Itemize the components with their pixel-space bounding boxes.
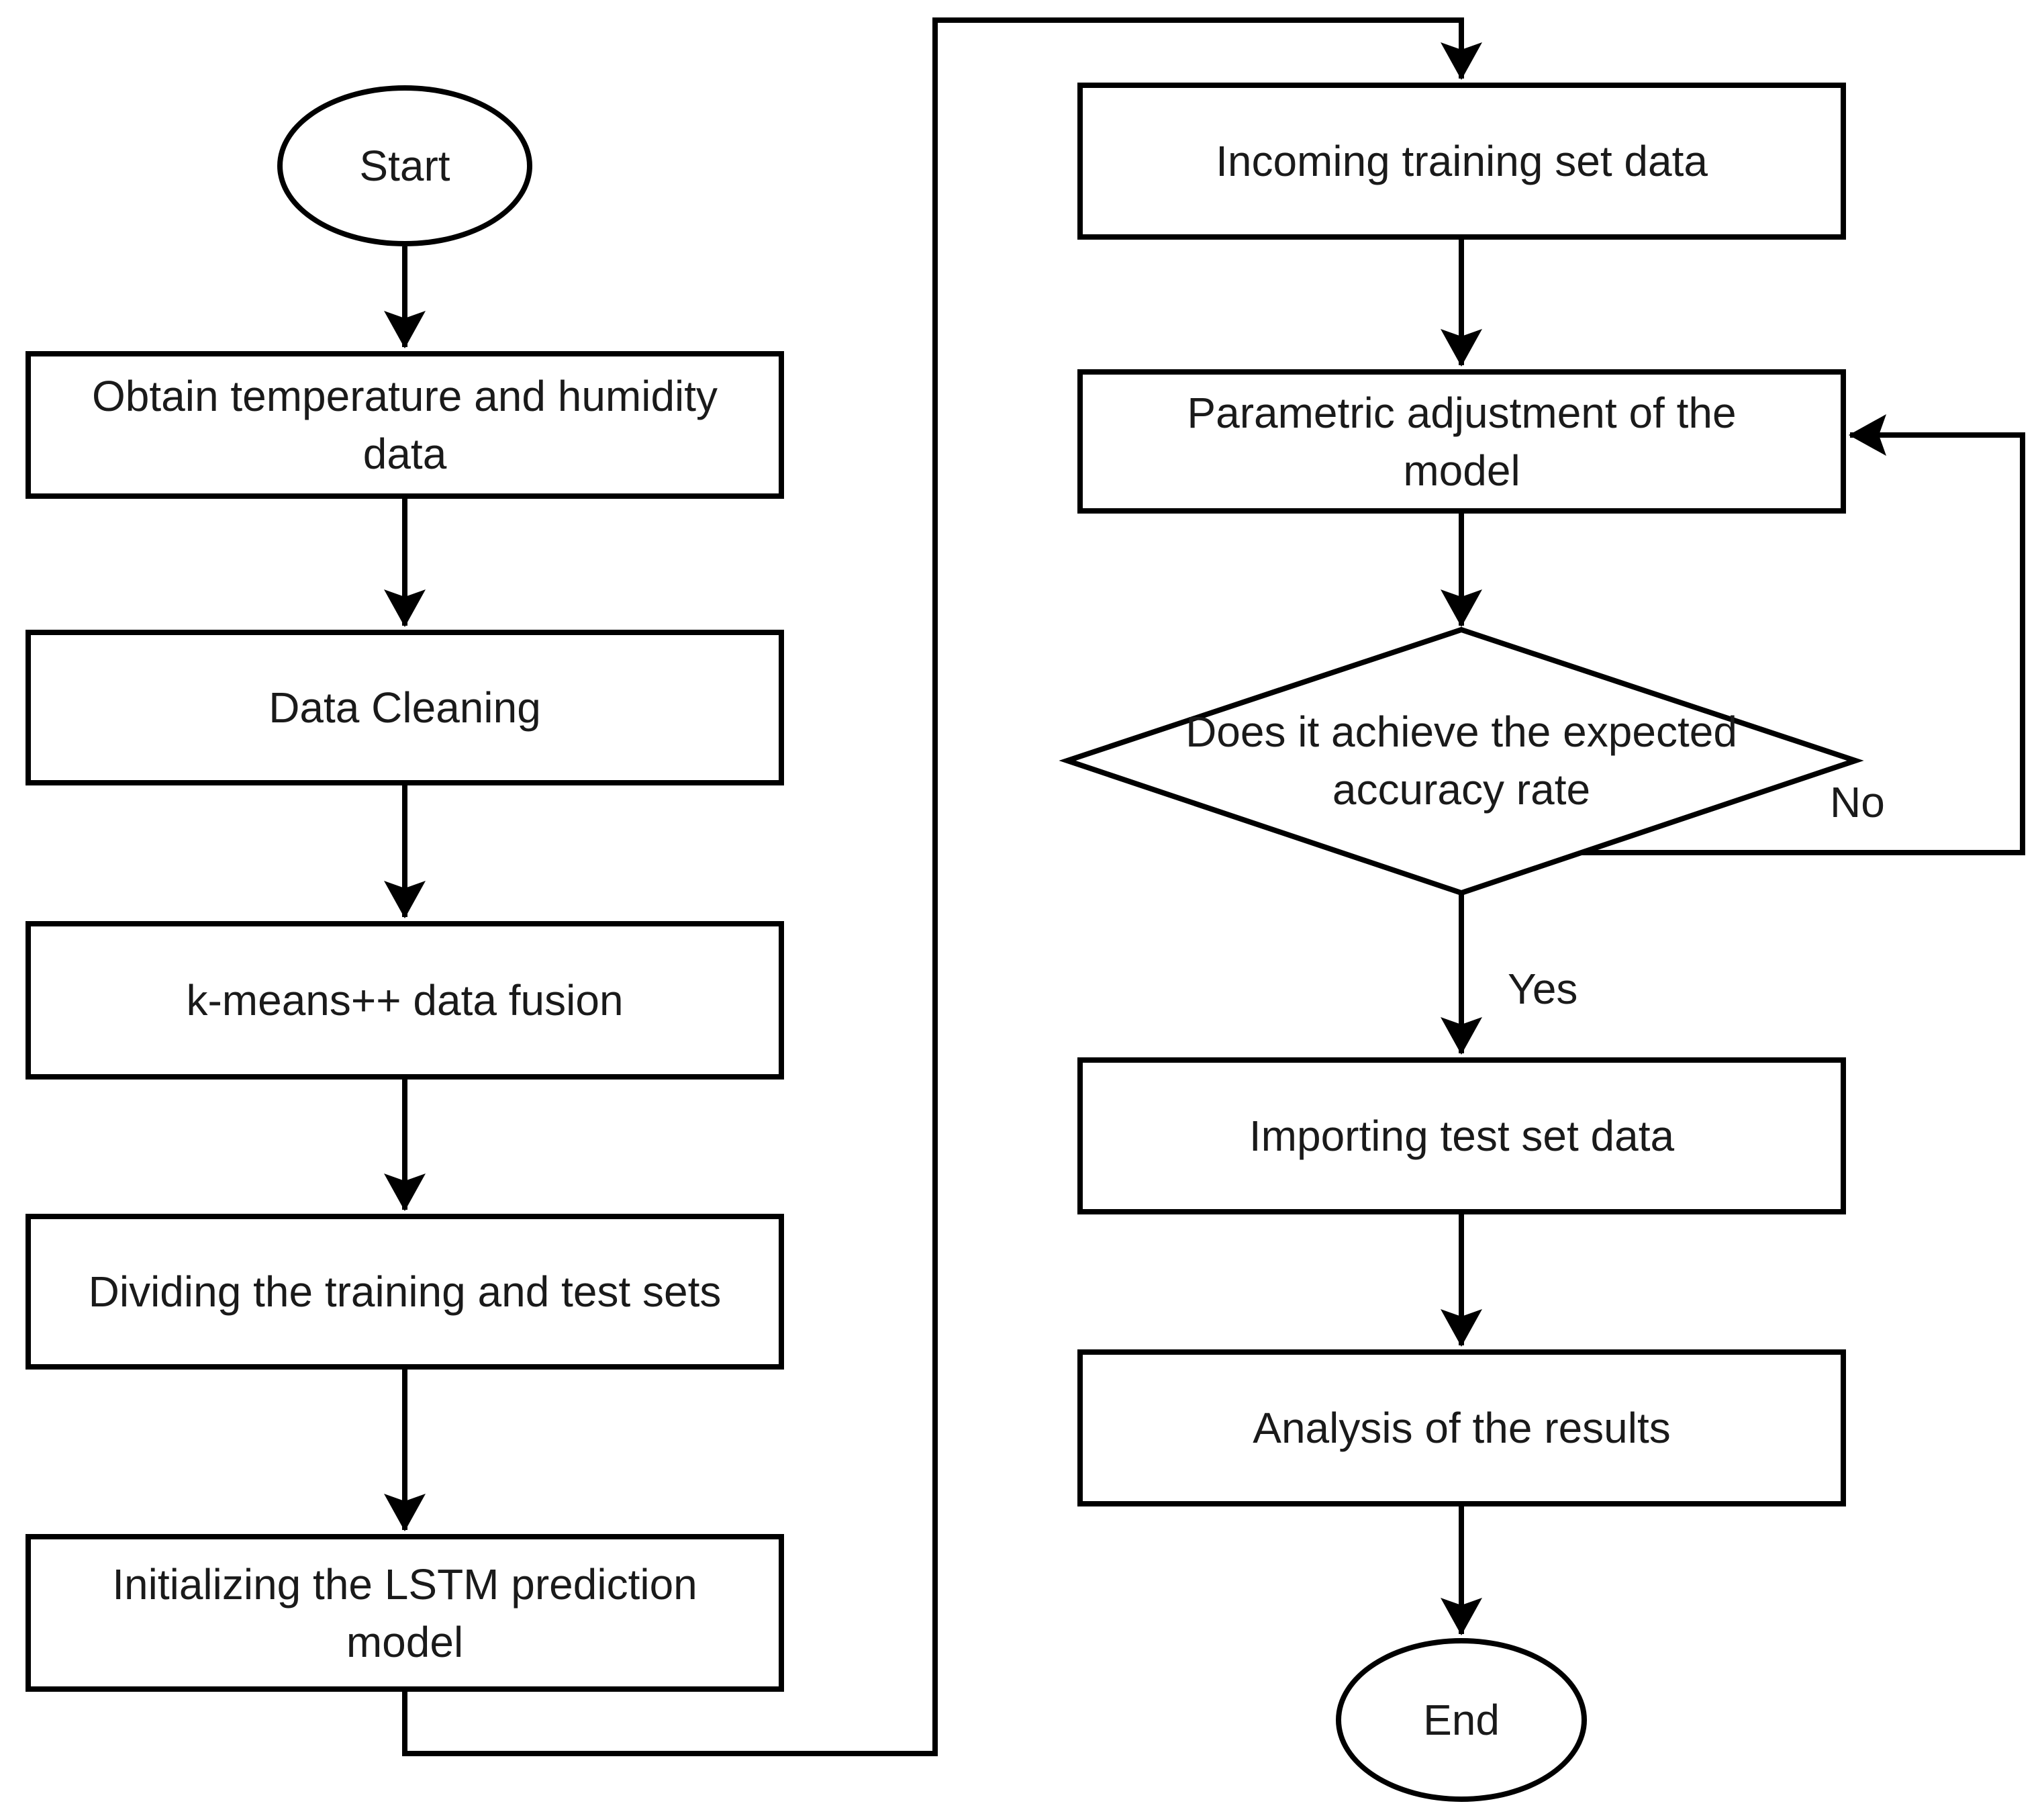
node-incoming-data-label: Incoming training set data <box>1216 137 1708 185</box>
node-importing-data: Importing test set data <box>1077 1057 1846 1214</box>
node-start: Start <box>277 85 532 246</box>
node-analysis-results-label: Analysis of the results <box>1253 1404 1671 1452</box>
node-decision-accuracy: Does it achieve the expected accuracy ra… <box>1067 674 1855 847</box>
label-no: No <box>1830 778 1885 826</box>
node-initializing-model-label: Initializing the LSTM prediction model <box>112 1560 697 1666</box>
node-data-cleaning-label: Data Cleaning <box>269 683 541 732</box>
node-end-label: End <box>1423 1696 1500 1744</box>
node-obtain-data: Obtain temperature and humidity data <box>26 351 784 499</box>
node-analysis-results: Analysis of the results <box>1077 1349 1846 1506</box>
node-importing-data-label: Importing test set data <box>1249 1112 1675 1160</box>
node-incoming-data: Incoming training set data <box>1077 83 1846 240</box>
node-parametric-adjustment-label: Parametric adjustment of the model <box>1187 388 1737 495</box>
node-kmeans-fusion-label: k-means++ data fusion <box>186 976 624 1024</box>
node-kmeans-fusion: k-means++ data fusion <box>26 921 784 1080</box>
node-obtain-data-label: Obtain temperature and humidity data <box>91 372 718 478</box>
node-data-cleaning: Data Cleaning <box>26 630 784 785</box>
edge-decision-parametric-no <box>1582 414 2025 855</box>
node-initializing-model: Initializing the LSTM prediction model <box>26 1534 784 1692</box>
node-dividing-sets-label: Dividing the training and test sets <box>88 1267 722 1316</box>
node-decision-accuracy-label: Does it achieve the expected accuracy ra… <box>1185 708 1737 814</box>
node-parametric-adjustment: Parametric adjustment of the model <box>1077 369 1846 514</box>
node-start-label: Start <box>359 142 450 190</box>
label-yes: Yes <box>1508 965 1578 1013</box>
edge-init-incoming <box>402 17 1482 1756</box>
node-dividing-sets: Dividing the training and test sets <box>26 1214 784 1370</box>
node-end: End <box>1336 1638 1587 1802</box>
